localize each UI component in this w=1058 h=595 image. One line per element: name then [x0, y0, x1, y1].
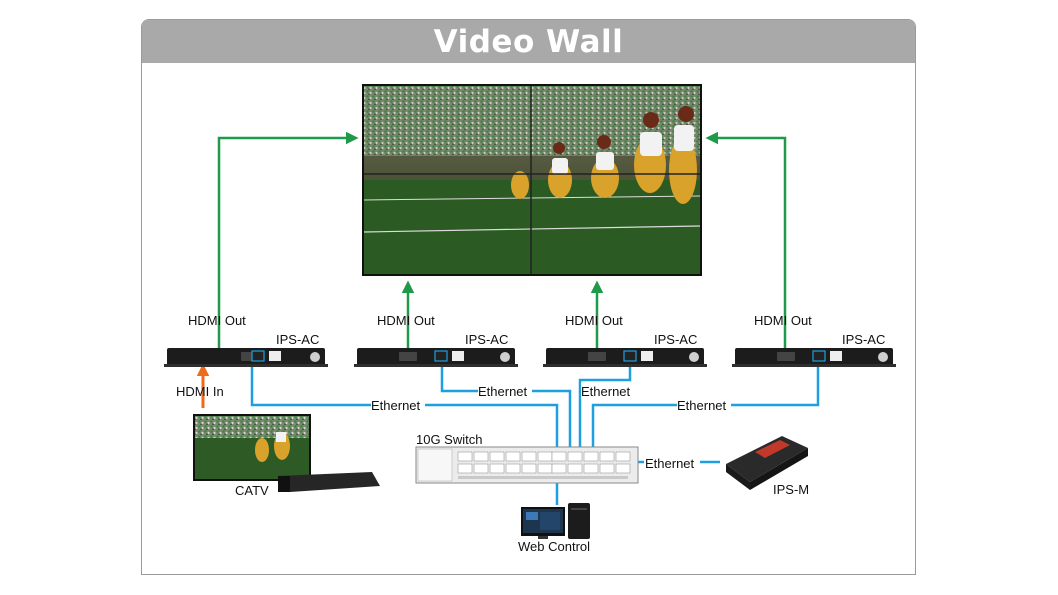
ips-ac-label-2: IPS-AC — [465, 332, 508, 347]
hdmi-out-label-1: HDMI Out — [188, 313, 246, 328]
hdmi-in-label: HDMI In — [176, 384, 224, 399]
ethernet-label-3: Ethernet — [371, 398, 421, 413]
ethernet-label-2: Ethernet — [581, 384, 631, 399]
hdmi-out-connections — [217, 131, 787, 350]
text-labels: HDMI Out HDMI Out HDMI Out HDMI Out IPS-… — [176, 313, 885, 554]
video-wall-display — [362, 84, 702, 276]
catv-label: CATV — [235, 483, 269, 498]
web-control-computer — [521, 503, 590, 539]
ethernet-label-1: Ethernet — [478, 384, 528, 399]
ips-m-device — [726, 436, 808, 490]
ethernet-label-4: Ethernet — [677, 398, 727, 413]
switch-label: 10G Switch — [416, 432, 482, 447]
hdmi-out-label-2: HDMI Out — [377, 313, 435, 328]
ethernet-label-5: Ethernet — [645, 456, 695, 471]
network-switch — [415, 446, 639, 484]
set-top-box — [278, 472, 380, 492]
diagram-title: Video Wall — [142, 20, 915, 63]
hdmi-out-label-3: HDMI Out — [565, 313, 623, 328]
ips-ac-label-4: IPS-AC — [842, 332, 885, 347]
hdmi-out-label-4: HDMI Out — [754, 313, 812, 328]
ips-ac-label-1: IPS-AC — [276, 332, 319, 347]
web-control-label: Web Control — [518, 539, 590, 554]
ips-m-label: IPS-M — [773, 482, 809, 497]
catv-tv — [193, 414, 311, 481]
ips-ac-label-3: IPS-AC — [654, 332, 697, 347]
decoder-device — [164, 348, 896, 367]
